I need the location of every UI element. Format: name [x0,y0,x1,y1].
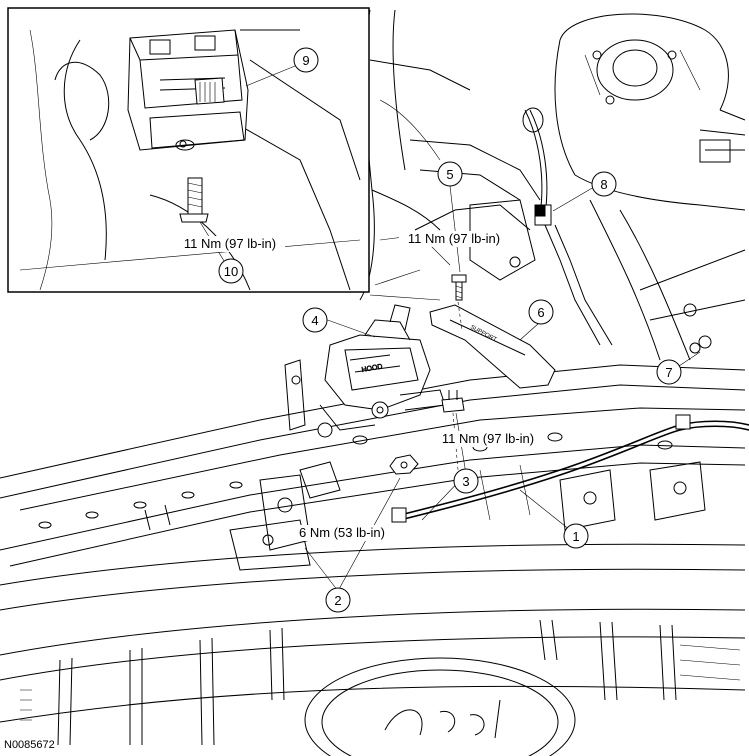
callout-8: 8 [591,171,617,197]
torque-bolt-5: 11 Nm (97 lb-in) [408,231,500,246]
callout-10: 10 [218,258,244,284]
fasteners [389,205,701,475]
latch-bracket: SUPPORT [429,304,556,389]
latch-release-cable [391,414,749,523]
callout-3-label: 3 [462,474,469,489]
callout-bubbles: 9 10 5 8 6 4 7 3 [218,47,682,613]
torque-nut-2: 6 Nm (53 lb-in) [299,525,385,540]
callout-3: 3 [453,468,479,494]
callout-9: 9 [293,47,319,73]
callout-4: 4 [302,307,328,333]
callout-7-label: 7 [665,365,672,380]
callout-2-label: 2 [334,593,341,608]
torque-bolt-3: 11 Nm (97 lb-in) [442,431,534,446]
callout-8-label: 8 [600,177,607,192]
callout-2: 2 [325,587,351,613]
callout-10-label: 10 [224,264,238,279]
hood-latch-assembly: HOOD [317,304,446,438]
torque-labels: 11 Nm (97 lb-in) 11 Nm (97 lb-in) 11 Nm … [175,231,543,541]
figure-id: N0085672 [4,739,55,751]
callout-6-label: 6 [537,305,544,320]
svg-text:HOOD: HOOD [361,363,383,374]
callout-4-label: 4 [311,313,318,328]
callout-1-label: 1 [572,529,579,544]
callout-9-label: 9 [302,53,309,68]
torque-inset: 11 Nm (97 lb-in) [184,236,276,251]
callout-5: 5 [437,161,463,187]
callout-7: 7 [656,359,682,385]
callout-6: 6 [528,299,554,325]
callout-5-label: 5 [446,167,453,182]
callout-1: 1 [563,523,589,549]
front-grille [0,543,746,756]
